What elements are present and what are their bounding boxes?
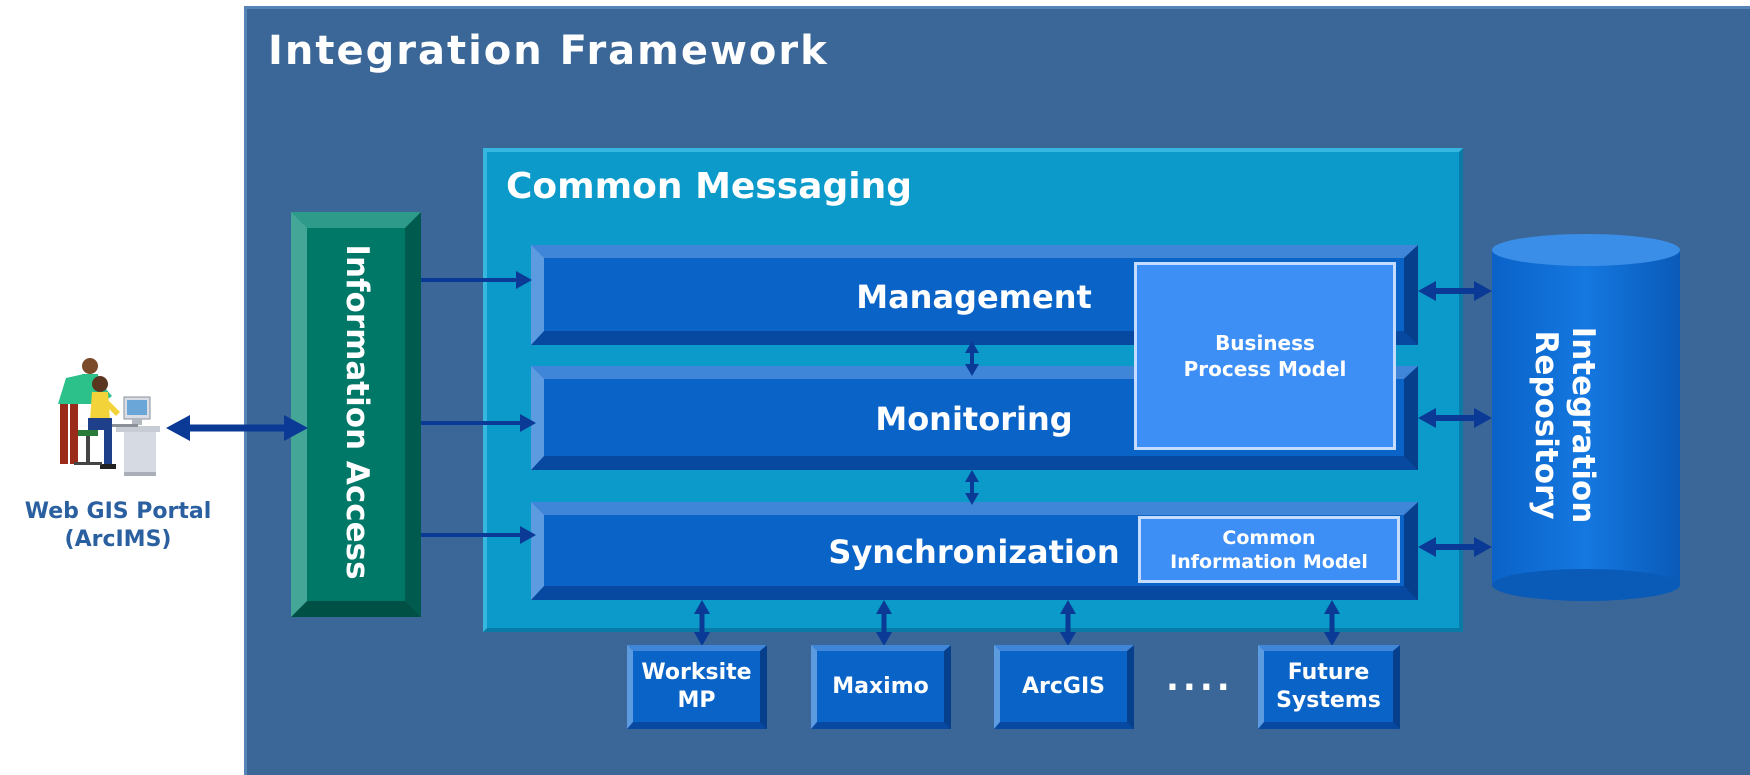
- system-box-worksite-mp: Worksite MP: [627, 645, 767, 729]
- system-box-arcgis: ArcGIS: [994, 645, 1134, 729]
- sync-future-systems-arrow: [1324, 600, 1340, 646]
- portal-line1: Web GIS Portal: [24, 499, 212, 524]
- business-process-line2: Process Model: [1183, 357, 1347, 381]
- messaging-title: Common Messaging: [506, 166, 912, 207]
- maximo-label: Maximo: [832, 673, 929, 699]
- system-box-future-systems: Future Systems: [1258, 645, 1400, 729]
- worksite-line1: Worksite: [641, 659, 752, 685]
- portal-access-double-arrow: [166, 415, 308, 441]
- person-at-computer-icon: [58, 358, 160, 476]
- business-process-line1: Business: [1215, 331, 1315, 355]
- common-information-model-box: Common Information Model: [1138, 516, 1400, 583]
- more-systems-ellipsis: ....: [1166, 659, 1234, 699]
- common-information-line2: Information Model: [1170, 550, 1368, 573]
- portal-line2: (ArcIMS): [64, 527, 172, 552]
- common-information-line1: Common: [1222, 526, 1316, 549]
- repository-line1: Integration: [1565, 326, 1601, 524]
- future-line2: Systems: [1276, 687, 1381, 713]
- monitoring-label: Monitoring: [875, 400, 1073, 438]
- monitoring-repository-arrow: [1418, 408, 1492, 428]
- access-to-management-arrow: [421, 271, 532, 289]
- arcgis-label: ArcGIS: [1021, 673, 1105, 699]
- integration-repository-cylinder: [1492, 234, 1680, 601]
- worksite-line2: MP: [677, 687, 716, 713]
- framework-title: Integration Framework: [268, 28, 829, 74]
- management-label: Management: [856, 278, 1092, 316]
- management-repository-arrow: [1418, 281, 1492, 301]
- synchronization-repository-arrow: [1418, 537, 1492, 557]
- business-process-model-box: Business Process Model: [1134, 262, 1396, 450]
- sync-arcgis-arrow: [1060, 600, 1076, 646]
- monitoring-synchronization-arrow: [965, 470, 979, 505]
- system-box-maximo: Maximo: [811, 645, 951, 729]
- repository-line2: Repository: [1528, 330, 1564, 520]
- access-to-synchronization-arrow: [421, 526, 536, 544]
- management-monitoring-arrow: [965, 341, 979, 376]
- future-line1: Future: [1287, 659, 1370, 685]
- access-to-monitoring-arrow: [421, 414, 536, 432]
- web-gis-portal-label: Web GIS Portal (ArcIMS): [0, 498, 236, 554]
- integration-repository-label: Integration Repository: [1527, 327, 1601, 524]
- synchronization-label: Synchronization: [828, 533, 1120, 571]
- sync-maximo-arrow: [876, 600, 892, 646]
- information-access-column: [291, 212, 421, 617]
- sync-worksite-arrow: [694, 600, 710, 646]
